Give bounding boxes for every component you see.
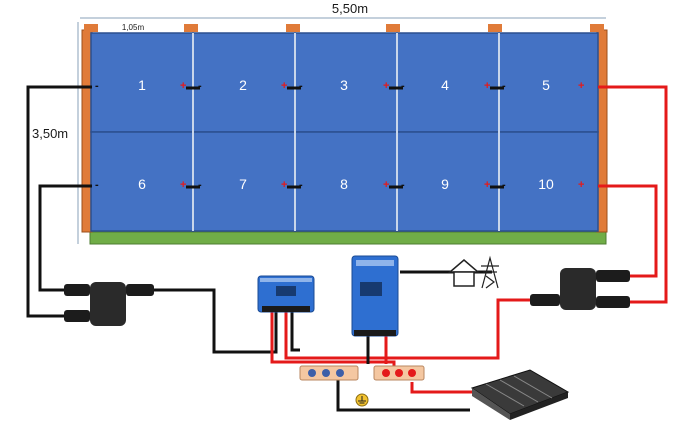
busbars bbox=[299, 365, 425, 381]
panel-label: 4 bbox=[441, 77, 449, 93]
plus-terminal: + bbox=[578, 179, 584, 191]
inverter-icon bbox=[351, 255, 399, 337]
plus-terminal: + bbox=[484, 80, 490, 92]
negative-wire-string-2 bbox=[38, 184, 92, 292]
positive-wire-string-1 bbox=[598, 85, 668, 304]
rail-cap bbox=[386, 24, 400, 32]
mc4-body bbox=[596, 296, 630, 308]
minus-terminal: - bbox=[401, 179, 405, 191]
busbar-bolt bbox=[308, 369, 316, 377]
minus-terminal: - bbox=[401, 80, 405, 92]
solar-panel bbox=[294, 131, 398, 232]
negative-wire-string-1 bbox=[26, 85, 92, 318]
plus-terminal: + bbox=[180, 179, 186, 191]
panel-label: 6 bbox=[138, 176, 146, 192]
pylon-legs bbox=[481, 255, 499, 289]
busbar-bolt bbox=[408, 369, 416, 377]
panel-label: 7 bbox=[239, 176, 247, 192]
mc4-branch bbox=[90, 282, 126, 326]
plus-terminal: + bbox=[281, 179, 287, 191]
battery-cell-line bbox=[485, 383, 525, 407]
positive-wire-to-controller bbox=[284, 298, 546, 360]
mc4-body bbox=[126, 284, 154, 296]
house-icon bbox=[447, 259, 481, 287]
panel-label: 9 bbox=[441, 176, 449, 192]
mc4-connector-icon bbox=[64, 282, 166, 326]
minus-terminal: - bbox=[502, 179, 506, 191]
solar-panel bbox=[192, 32, 296, 133]
inverter-top-band bbox=[356, 260, 394, 266]
minus-terminal: - bbox=[95, 80, 99, 92]
total-width-label: 5,50m bbox=[332, 1, 368, 16]
battery-front bbox=[510, 392, 568, 420]
mc4-body bbox=[64, 310, 90, 322]
house-roof bbox=[447, 259, 481, 273]
minus-terminal: - bbox=[198, 80, 202, 92]
busbar-bolt bbox=[382, 369, 390, 377]
rail-cap bbox=[184, 24, 198, 32]
pylon-brace bbox=[485, 275, 495, 289]
plus-terminal: + bbox=[578, 80, 584, 92]
controller-top-band bbox=[260, 278, 312, 282]
mc4-branch bbox=[560, 268, 596, 310]
busbar-bolt bbox=[336, 369, 344, 377]
minus-terminal: - bbox=[95, 179, 99, 191]
battery-negative-wire bbox=[336, 372, 470, 412]
positive-wires bbox=[270, 85, 668, 394]
rail-cap bbox=[590, 24, 604, 32]
negative-wires bbox=[26, 85, 492, 412]
inverter-terminals bbox=[354, 330, 396, 336]
terminal-symbols: + - + - + - + - + - + - + - + - + - + - bbox=[95, 80, 584, 191]
minus-terminal: - bbox=[198, 179, 202, 191]
ground-strip bbox=[89, 231, 607, 245]
rail-cap bbox=[488, 24, 502, 32]
panel-array bbox=[90, 32, 599, 232]
panel-label: 3 bbox=[340, 77, 348, 93]
negative-wire-to-controller bbox=[150, 288, 278, 354]
panel-label: 2 bbox=[239, 77, 247, 93]
series-jumpers bbox=[186, 86, 504, 189]
rail-cap bbox=[286, 24, 300, 32]
controller-display bbox=[276, 286, 296, 296]
controller-terminals bbox=[262, 306, 310, 312]
battery-positive-wire bbox=[410, 382, 476, 394]
battery-icon bbox=[470, 369, 570, 420]
plus-terminal: + bbox=[383, 80, 389, 92]
panel-label: 5 bbox=[542, 77, 550, 93]
inverter-display bbox=[360, 282, 382, 296]
mc4-body bbox=[530, 294, 560, 306]
mc4-body bbox=[64, 284, 90, 296]
power-pylon-icon bbox=[481, 255, 499, 289]
battery-cell-line bbox=[499, 379, 539, 403]
solar-panel bbox=[396, 131, 500, 232]
minus-terminal: - bbox=[502, 80, 506, 92]
mc4-connector-icon bbox=[530, 268, 630, 310]
plus-terminal: + bbox=[383, 179, 389, 191]
mc4-body bbox=[596, 270, 630, 282]
battery-side bbox=[472, 388, 510, 420]
busbar-bolt bbox=[395, 369, 403, 377]
charge-controller-icon bbox=[257, 275, 315, 313]
minus-terminal: - bbox=[299, 80, 303, 92]
panel-label: 10 bbox=[538, 176, 554, 192]
house-wall bbox=[453, 271, 475, 287]
positive-wire-string-2 bbox=[598, 184, 658, 278]
controller-negative-out bbox=[290, 312, 300, 352]
panel-label: 8 bbox=[340, 176, 348, 192]
ground-icon bbox=[355, 393, 369, 407]
height-label: 3,50m bbox=[32, 126, 68, 141]
plus-terminal: + bbox=[484, 179, 490, 191]
plus-terminal: + bbox=[281, 80, 287, 92]
plus-terminal: + bbox=[180, 80, 186, 92]
battery-cell-line bbox=[513, 375, 553, 399]
panel-width-label: 1,05m bbox=[122, 23, 145, 32]
rail-cap bbox=[84, 24, 98, 32]
panel-label: 1 bbox=[138, 77, 146, 93]
minus-terminal: - bbox=[299, 179, 303, 191]
busbar-bolt bbox=[322, 369, 330, 377]
